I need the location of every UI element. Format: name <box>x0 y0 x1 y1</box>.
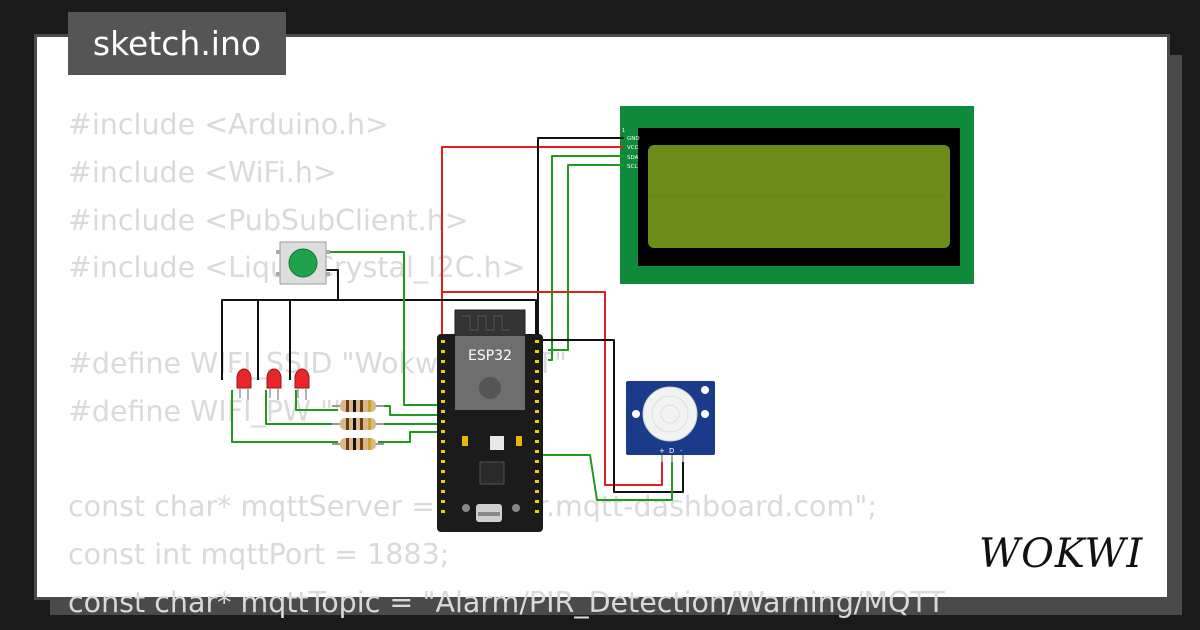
led-red-1[interactable] <box>236 368 252 400</box>
wire-vcc-pir <box>441 291 663 486</box>
svg-text:1: 1 <box>622 128 625 134</box>
code-line: const char* mqttTopic = "Alarm/PIR_Detec… <box>68 585 945 619</box>
resistor-3[interactable] <box>332 438 384 450</box>
code-line: #include <WiFi.h> <box>68 155 337 189</box>
diagram-card <box>34 34 1170 600</box>
esp32-board[interactable]: ESP32 <box>437 309 543 532</box>
wire-vcc-lcd <box>441 146 624 334</box>
pir-pin-gnd: - <box>680 447 683 455</box>
wire-gnd-pir <box>540 339 684 493</box>
lcd-display[interactable]: 1 GND VCC SDA SCL <box>620 106 974 284</box>
pir-sensor[interactable]: + D - <box>626 381 715 462</box>
code-line: const int mqttPort = 1883; <box>68 538 450 572</box>
resistor-2[interactable] <box>332 418 384 430</box>
led-red-3[interactable] <box>294 368 310 400</box>
wire-button-signal <box>326 251 442 406</box>
pir-pin-vcc: + <box>659 447 665 455</box>
wire-res3 <box>378 431 442 443</box>
filename-tab: sketch.ino <box>68 12 286 75</box>
wire-gnd-bus <box>221 299 537 380</box>
code-line: #include <PubSubClient.h> <box>68 203 469 237</box>
wokwi-logo-text: WOKWI <box>979 531 1143 577</box>
resistor-1[interactable] <box>332 400 384 412</box>
code-line: #include <LiquidCrystal_I2C.h> <box>68 251 526 285</box>
code-line: #define WIFI_PW "" <box>68 394 347 428</box>
lcd-pin-gnd: GND <box>627 136 640 142</box>
wire-gnd-lcd <box>537 137 624 334</box>
lcd-pin-scl: SCL <box>627 164 638 170</box>
esp32-label: ESP32 <box>468 348 512 364</box>
wire-led1 <box>231 390 338 443</box>
wire-res1 <box>378 405 442 416</box>
lcd-pin-vcc: VCC <box>627 145 639 151</box>
pir-pin-data: D <box>669 447 674 455</box>
wire-data-pir <box>540 454 673 501</box>
wire-led3 <box>295 390 338 411</box>
lcd-pin-sda: SDA <box>627 155 639 161</box>
push-button[interactable] <box>276 241 330 285</box>
wokwi-logo: WOKWI <box>979 531 1143 577</box>
wire-button-gnd <box>326 269 339 300</box>
code-line: #include <Arduino.h> <box>68 108 389 141</box>
wire-led2 <box>265 390 338 425</box>
filename-label: sketch.ino <box>92 24 262 63</box>
wire-scl-lcd <box>548 164 624 351</box>
wire-sda-lcd <box>548 155 624 361</box>
led-red-2[interactable] <box>266 368 282 400</box>
